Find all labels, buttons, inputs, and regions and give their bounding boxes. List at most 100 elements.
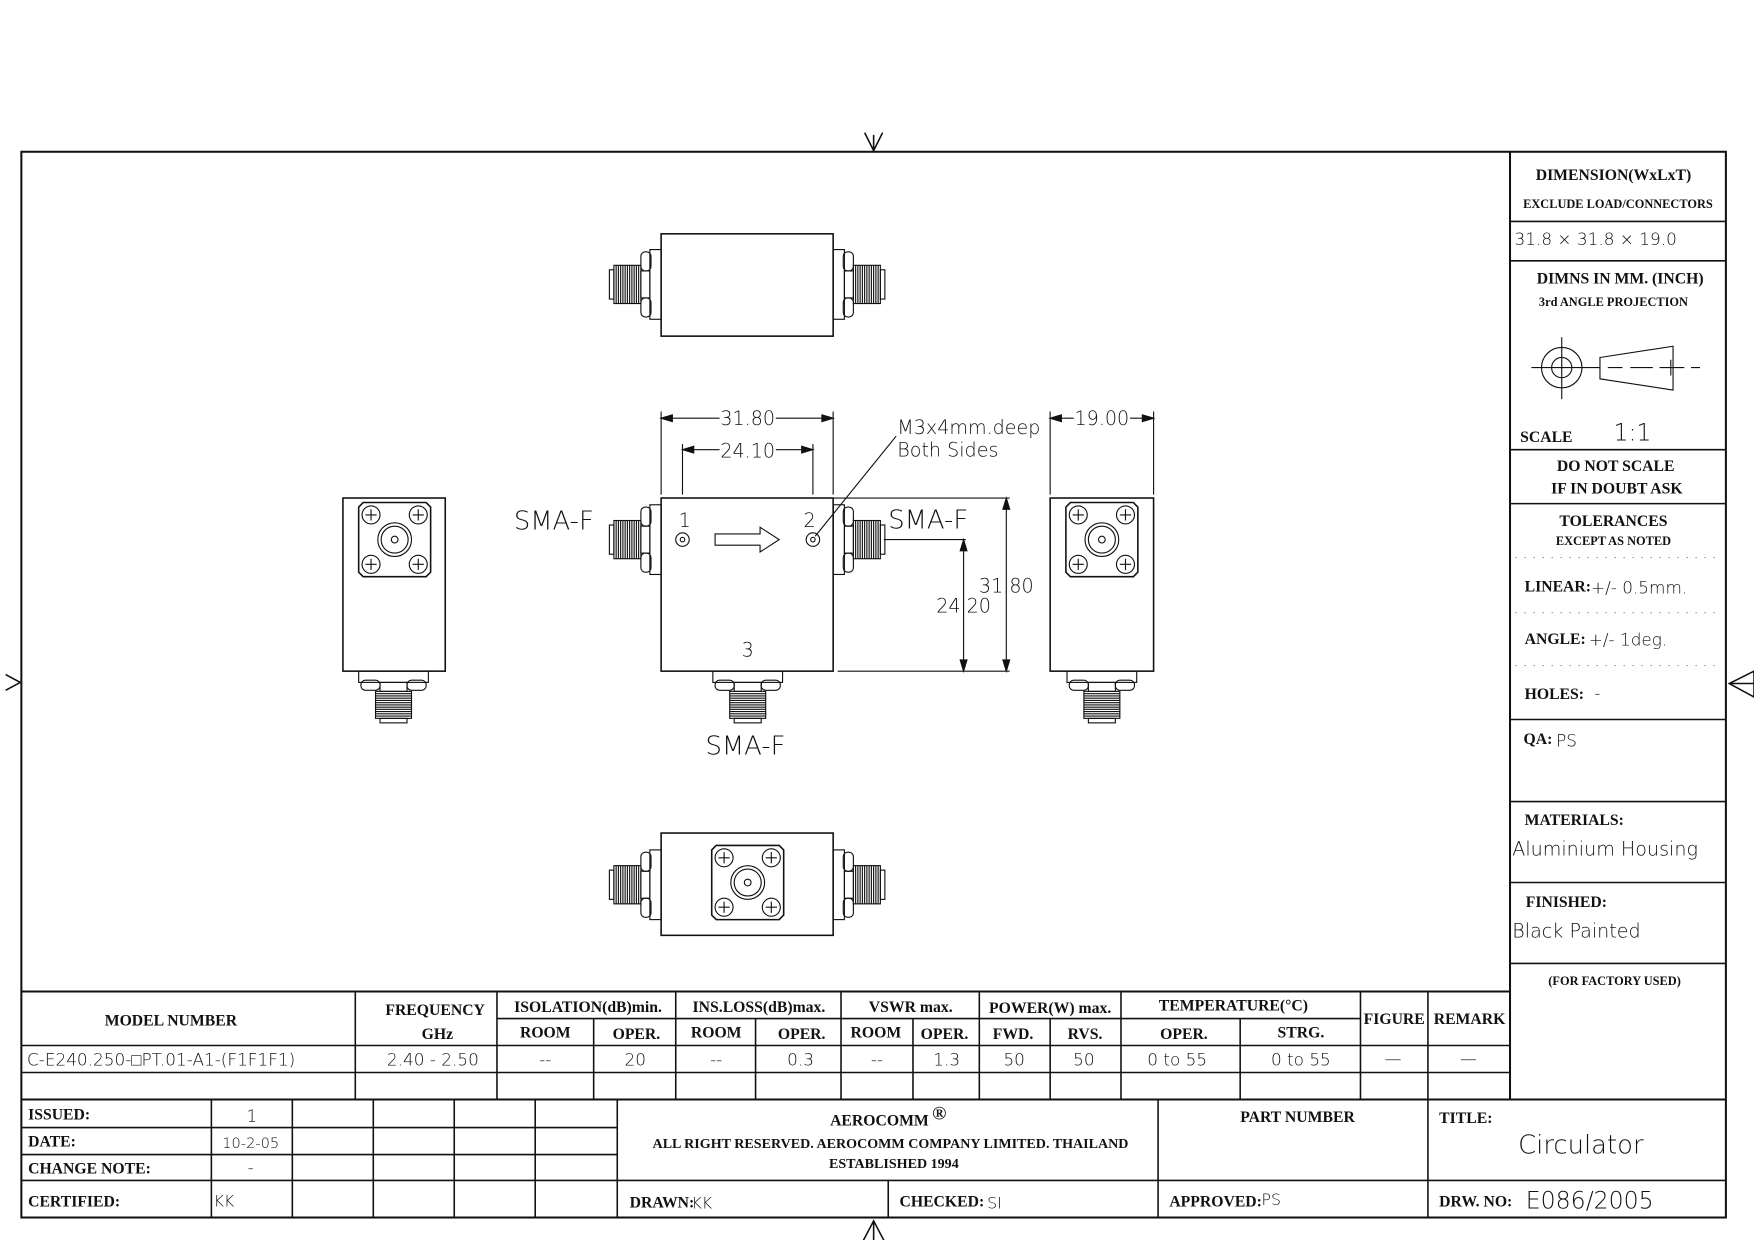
connector-face [710, 844, 785, 921]
left-side-view [342, 497, 447, 724]
subheader-isolation-room: ROOM [520, 1025, 571, 1042]
dim-port-height: 24.20 [936, 595, 991, 618]
issued-value: 1 [246, 1106, 257, 1126]
issued-label: ISSUED: [28, 1107, 90, 1124]
part-number-label: PART NUMBER [1240, 1109, 1355, 1126]
cell-temp-strg: 0 to 55 [1271, 1050, 1331, 1070]
drawn-value: KK [691, 1194, 712, 1213]
linear-value: +/- 0.5mm. [1591, 578, 1687, 598]
header-remark: REMARK [1434, 1011, 1506, 1028]
drw-no-label: DRW. NO: [1439, 1193, 1512, 1210]
direction-arrow-icon [714, 526, 781, 554]
linear-label: LINEAR: [1525, 578, 1591, 595]
checked-label: CHECKED: [899, 1193, 984, 1210]
cell-model: C-E240.250-□PT.01-A1-(F1F1F1) [27, 1050, 295, 1070]
certified-label: CERTIFIED: [28, 1193, 120, 1210]
third-angle-projection-icon [1531, 337, 1701, 400]
drawing-title: Circulator [1518, 1130, 1644, 1160]
scale-value: 1:1 [1613, 419, 1651, 447]
header-power: POWER(W) max. [989, 1000, 1111, 1017]
connector-face [357, 501, 432, 578]
spec-table: MODEL NUMBER FREQUENCY GHz ISOLATION(dB)… [21, 990, 1726, 1101]
subheader-power-fwd: FWD. [993, 1026, 1034, 1043]
subheader-insloss-oper: OPER. [778, 1026, 826, 1043]
sma-connector-bottom [358, 670, 429, 724]
header-ins-loss: INS.LOSS(dB)max. [693, 999, 826, 1016]
sma-connector-left [608, 249, 662, 320]
sma-connector-left [608, 849, 662, 921]
cell-insloss-room: -- [710, 1050, 722, 1070]
subheader-temp-strg: STRG. [1278, 1025, 1325, 1042]
subheader-insloss-room: ROOM [691, 1025, 742, 1042]
header-temperature: TEMPERATURE(°C) [1159, 998, 1308, 1015]
cell-insloss-oper: 0.3 [787, 1050, 814, 1070]
drawn-label: DRAWN: [630, 1194, 695, 1211]
units-label: DIMNS IN MM. (INCH) [1537, 270, 1704, 287]
note-both-sides: Both Sides [897, 438, 998, 461]
finished-value: Black Painted [1512, 920, 1640, 943]
sma-connector-right [832, 849, 886, 921]
sma-connector-port1 [608, 504, 662, 576]
cell-power-fwd: 50 [1003, 1050, 1024, 1070]
change-note-label: CHANGE NOTE: [28, 1161, 151, 1178]
table-row: C-E240.250-□PT.01-A1-(F1F1F1) 2.40 - 2.5… [27, 1049, 1477, 1070]
mounting-hole-2 [805, 532, 821, 547]
copyright-notice: ALL RIGHT RESERVED. AEROCOMM COMPANY LIM… [653, 1136, 1129, 1152]
sma-connector-right [832, 249, 886, 320]
qa-label: QA: [1524, 731, 1553, 748]
certified-value: KK [214, 1191, 235, 1210]
header-figure: FIGURE [1364, 1011, 1425, 1028]
company-name: AEROCOMM® [830, 1104, 946, 1130]
tolerances-label: TOLERANCES [1559, 513, 1667, 530]
header-model-number: MODEL NUMBER [105, 1012, 238, 1029]
right-side-view: 19.00 [1048, 407, 1156, 724]
sma-connector-bottom [1066, 670, 1138, 724]
center-mark-left [5, 673, 22, 691]
subheader-vswr-room: ROOM [851, 1025, 902, 1042]
materials-value: Aluminium Housing [1512, 838, 1698, 861]
cell-vswr-oper: 1.3 [933, 1050, 960, 1070]
subheader-isolation-oper: OPER. [613, 1026, 661, 1043]
projection-label: 3rd ANGLE PROJECTION [1539, 295, 1688, 309]
sma-right-label: SMA-F [888, 505, 968, 535]
header-isolation: ISOLATION(dB)min. [514, 999, 662, 1016]
date-value: 10-2-05 [222, 1135, 279, 1152]
established-notice: ESTABLISHED 1994 [829, 1156, 959, 1172]
note-thread: M3x4mm.deep [897, 416, 1040, 439]
dimension-value: 31.8 × 31.8 × 19.0 [1515, 229, 1677, 249]
center-mark-bottom [862, 1219, 885, 1240]
center-mark-right [1727, 670, 1754, 698]
holes-value: - [1594, 683, 1600, 703]
approved-value: PS [1262, 1190, 1281, 1209]
cell-frequency: 2.40 - 2.50 [387, 1050, 479, 1070]
sma-left-label: SMA-F [514, 507, 594, 537]
bottom-view [608, 832, 886, 937]
cell-vswr-room: -- [871, 1050, 883, 1070]
do-not-scale: DO NOT SCALE [1557, 458, 1675, 475]
title-label: TITLE: [1439, 1110, 1492, 1127]
mounting-hole-1 [675, 532, 690, 547]
dim-hole-spacing: 24.10 [720, 440, 775, 463]
cell-remark: — [1460, 1049, 1477, 1069]
header-frequency: FREQUENCY [385, 1002, 485, 1019]
side-info-panel: DIMENSION(WxLxT) EXCLUDE LOAD/CONNECTORS… [1509, 151, 1726, 1100]
tolerances-sub: EXCEPT AS NOTED [1556, 534, 1671, 548]
finished-label: FINISHED: [1526, 894, 1607, 911]
checked-value: SI [987, 1194, 1002, 1213]
cell-temp-oper: 0 to 55 [1147, 1050, 1207, 1070]
center-mark-top [863, 132, 884, 153]
header-vswr: VSWR max. [869, 999, 953, 1016]
dim-thickness: 19.00 [1075, 407, 1130, 430]
scale-label: SCALE [1520, 429, 1572, 446]
holes-label: HOLES: [1525, 686, 1584, 703]
qa-value: PS [1556, 730, 1577, 750]
cell-power-rvs: 50 [1073, 1050, 1094, 1070]
sma-bottom-label: SMA-F [705, 731, 785, 761]
drw-no-value: E086/2005 [1526, 1187, 1654, 1215]
dimension-sub: EXCLUDE LOAD/CONNECTORS [1523, 197, 1713, 211]
sma-connector-port3 [712, 670, 784, 724]
dim-width: 31.80 [720, 407, 775, 430]
subheader-temp-oper: OPER. [1160, 1026, 1208, 1043]
factory-label: (FOR FACTORY USED) [1548, 974, 1681, 988]
